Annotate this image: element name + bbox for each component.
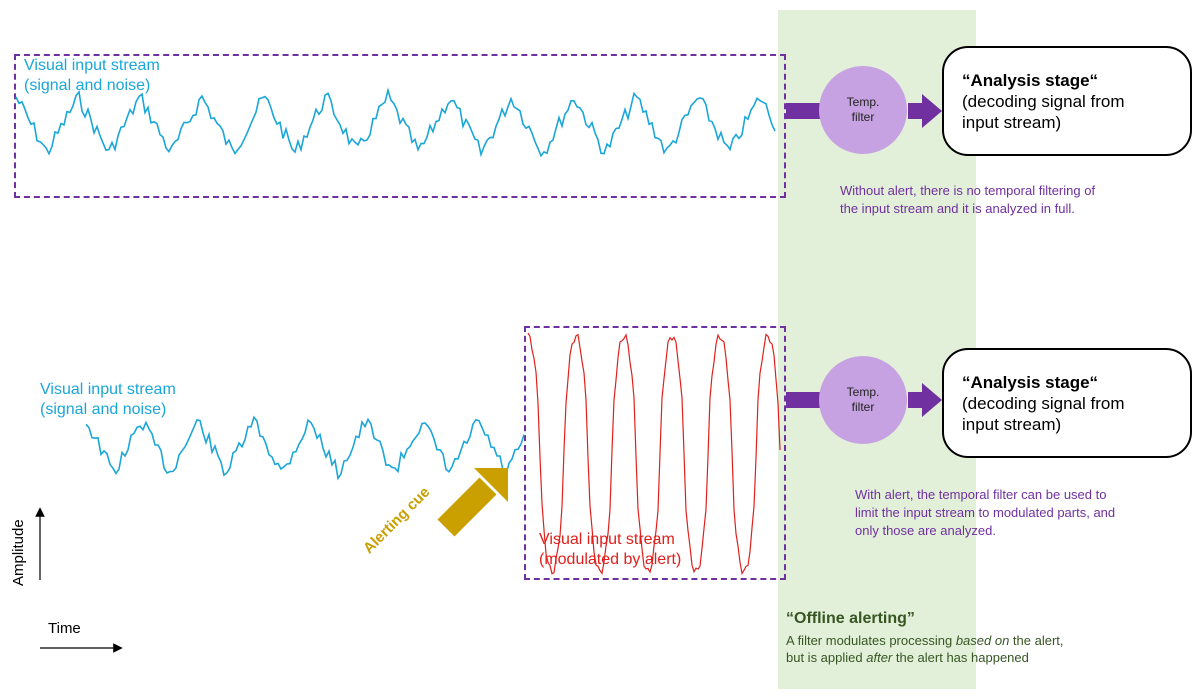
offline-line1: A filter modulates processing based on t… xyxy=(786,632,1064,649)
bottom-note-line3: only those are analyzed. xyxy=(855,523,996,538)
top-analysis-stage: “Analysis stage“ (decoding signal from i… xyxy=(942,46,1192,156)
top-analysis-title: “Analysis stage“ xyxy=(962,71,1099,90)
bottom-input-wave xyxy=(85,415,525,481)
top-filter-label-line2: filter xyxy=(851,110,875,124)
alerting-cue-arrow xyxy=(437,468,508,537)
offline-alerting-title: “Offline alerting” xyxy=(786,610,915,627)
bottom-analysis-stage: “Analysis stage“ (decoding signal from i… xyxy=(942,348,1192,458)
top-stream-label-line2: (signal and noise) xyxy=(24,77,151,94)
top-note: Without alert, there is no temporal filt… xyxy=(840,182,1150,218)
amplitude-label: Amplitude xyxy=(10,519,27,586)
modulated-label-line2: (modulated by alert) xyxy=(539,551,682,568)
offline-line2: but is applied after the alert has happe… xyxy=(786,649,1064,666)
top-stream-label-line1: Visual input stream xyxy=(24,57,160,74)
bottom-note: With alert, the temporal filter can be u… xyxy=(855,486,1165,540)
modulated-label-line1: Visual input stream xyxy=(539,531,675,548)
offline-line1-pre: A filter modulates processing xyxy=(786,633,956,648)
offline-line1-em: based on xyxy=(955,633,1010,648)
bottom-analysis-title: “Analysis stage“ xyxy=(962,373,1099,392)
bottom-filter-label-line1: Temp. xyxy=(846,385,880,399)
top-stream-label: Visual input stream (signal and noise) xyxy=(24,56,160,96)
time-label: Time xyxy=(48,620,81,637)
bottom-temporal-filter: Temp. filter xyxy=(819,356,907,444)
offline-line2-pre: but is applied xyxy=(786,650,867,665)
top-note-line1: Without alert, there is no temporal filt… xyxy=(840,183,1096,198)
bottom-note-line1: With alert, the temporal filter can be u… xyxy=(855,487,1107,502)
bottom-note-line2: limit the input stream to modulated part… xyxy=(855,505,1116,520)
bottom-filter-label-line2: filter xyxy=(851,400,875,414)
top-input-wave xyxy=(15,87,776,158)
bottom-stream-label-line2: (signal and noise) xyxy=(40,401,167,418)
bottom-stream-label-line1: Visual input stream xyxy=(40,381,176,398)
top-analysis-line1: (decoding signal from xyxy=(962,92,1125,111)
bottom-stream-label: Visual input stream (signal and noise) xyxy=(40,380,176,420)
offline-alerting-text: A filter modulates processing based on t… xyxy=(786,632,1064,666)
modulated-stream-label: Visual input stream (modulated by alert) xyxy=(539,530,681,570)
top-temporal-filter: Temp. filter xyxy=(819,66,907,154)
top-filter-arrow xyxy=(786,94,942,128)
bottom-analysis-line2: input stream) xyxy=(962,415,1062,434)
offline-line1-post: the alert, xyxy=(1009,633,1064,648)
bottom-filter-arrow xyxy=(786,383,942,417)
modulated-stream-box xyxy=(524,326,786,580)
top-filter-label-line1: Temp. xyxy=(846,95,880,109)
modulated-wave xyxy=(527,332,781,576)
top-note-line2: the input stream and it is analyzed in f… xyxy=(840,201,1075,216)
top-analysis-line2: input stream) xyxy=(962,113,1062,132)
offline-line2-post: the alert has happened xyxy=(892,650,1029,665)
top-stream-box xyxy=(14,54,786,198)
offline-line2-em: after xyxy=(866,650,893,665)
bottom-analysis-line1: (decoding signal from xyxy=(962,394,1125,413)
